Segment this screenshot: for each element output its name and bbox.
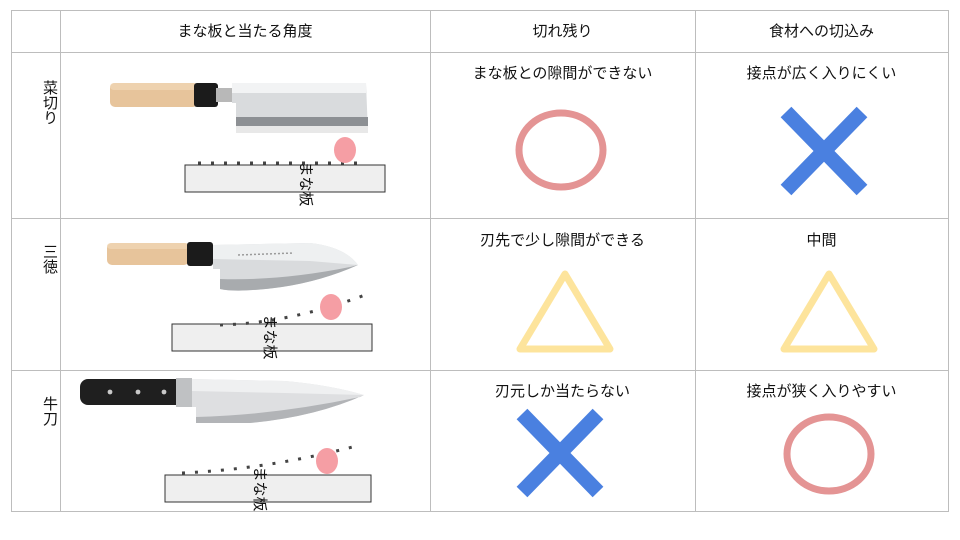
- cut-text-gyuto: 接点が狭く入りやすい: [746, 382, 897, 400]
- cut-text-nakiri: 接点が広く入りにくい: [746, 64, 897, 82]
- row-divider-1: [11, 218, 949, 219]
- col-divider-3: [695, 10, 696, 512]
- header-cut: 食材への切込み: [768, 22, 874, 40]
- circle-mark-icon: [783, 413, 875, 495]
- triangle-mark-icon: [780, 270, 878, 353]
- cutting-board-1: まな板: [184, 161, 386, 207]
- leftover-text-santoku: 刃先で少し隙間ができる: [480, 231, 645, 249]
- triangle-mark-icon: [516, 270, 614, 353]
- cross-mark-icon: [516, 408, 604, 498]
- santoku-illustration: まな板: [107, 242, 373, 360]
- cut-text-santoku: 中間: [806, 231, 837, 249]
- header-angle: まな板と当たる角度: [177, 22, 313, 40]
- circle-mark-icon: [515, 109, 607, 191]
- gyuto-knife-icon: [80, 378, 364, 423]
- board-label-3: まな板: [251, 466, 269, 511]
- cutting-board-2: まな板: [171, 293, 373, 360]
- row-divider-2: [11, 370, 949, 371]
- nakiri-illustration: まな板: [110, 83, 386, 207]
- contact-point-3: [316, 448, 338, 474]
- santoku-knife-icon: [107, 242, 358, 291]
- table-border-left: [11, 10, 12, 512]
- row-label-gyuto: 牛刀: [41, 396, 59, 426]
- leftover-text-gyuto: 刃元しか当たらない: [494, 382, 630, 400]
- col-divider-2: [430, 10, 431, 512]
- table-border-bottom: [11, 511, 949, 512]
- header-divider: [11, 52, 949, 53]
- board-label-1: まな板: [297, 161, 315, 206]
- leftover-text-nakiri: まな板との隙間ができない: [472, 64, 653, 82]
- comparison-table: [11, 10, 949, 512]
- board-label-2: まな板: [261, 314, 279, 359]
- header-leftover: 切れ残り: [532, 22, 593, 40]
- col-divider-1: [60, 10, 61, 512]
- row-label-nakiri: 菜切り: [41, 79, 59, 125]
- contact-point-1: [334, 137, 356, 163]
- table-border-right: [948, 10, 949, 512]
- gyuto-illustration: まな板: [80, 378, 372, 512]
- nakiri-knife-icon: [110, 83, 368, 133]
- cross-mark-icon: [780, 106, 868, 196]
- row-label-santoku: 三徳: [41, 244, 59, 274]
- contact-point-2: [320, 294, 342, 320]
- cutting-board-3: まな板: [164, 443, 372, 512]
- table-border-top: [11, 10, 949, 11]
